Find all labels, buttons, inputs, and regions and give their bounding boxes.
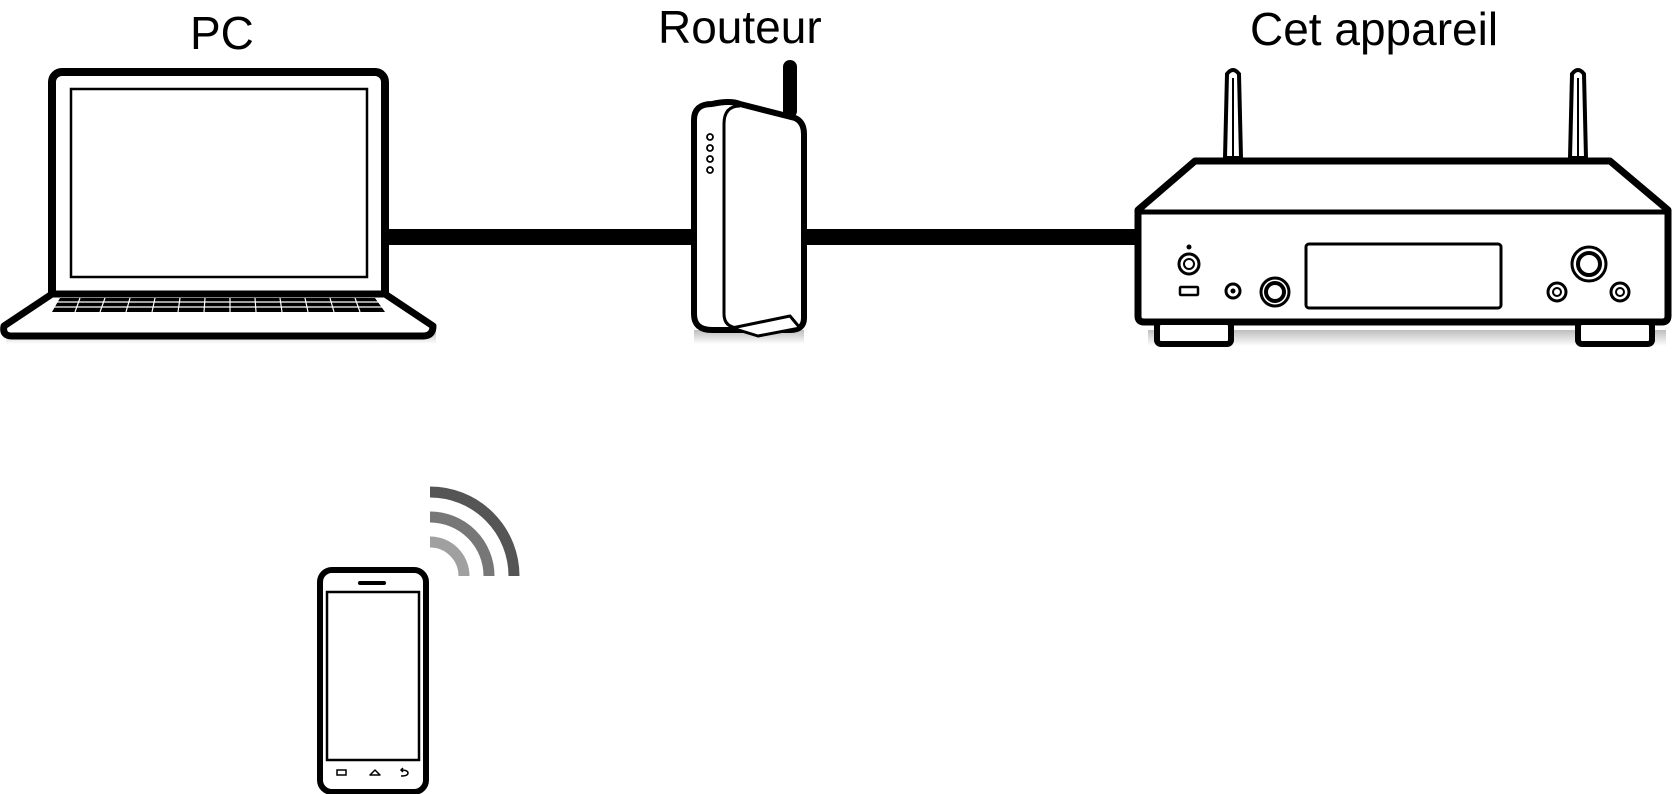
cable-pc-router xyxy=(388,229,694,245)
router-icon xyxy=(691,60,807,344)
label-pc: PC xyxy=(190,7,254,59)
network-player-icon xyxy=(1134,68,1672,347)
wireless-signal-icon xyxy=(429,486,520,577)
label-device: Cet appareil xyxy=(1250,3,1499,55)
smartphone-icon xyxy=(317,567,429,794)
label-router: Routeur xyxy=(658,1,822,53)
laptop-icon xyxy=(0,68,437,344)
cable-router-device xyxy=(800,229,1138,245)
